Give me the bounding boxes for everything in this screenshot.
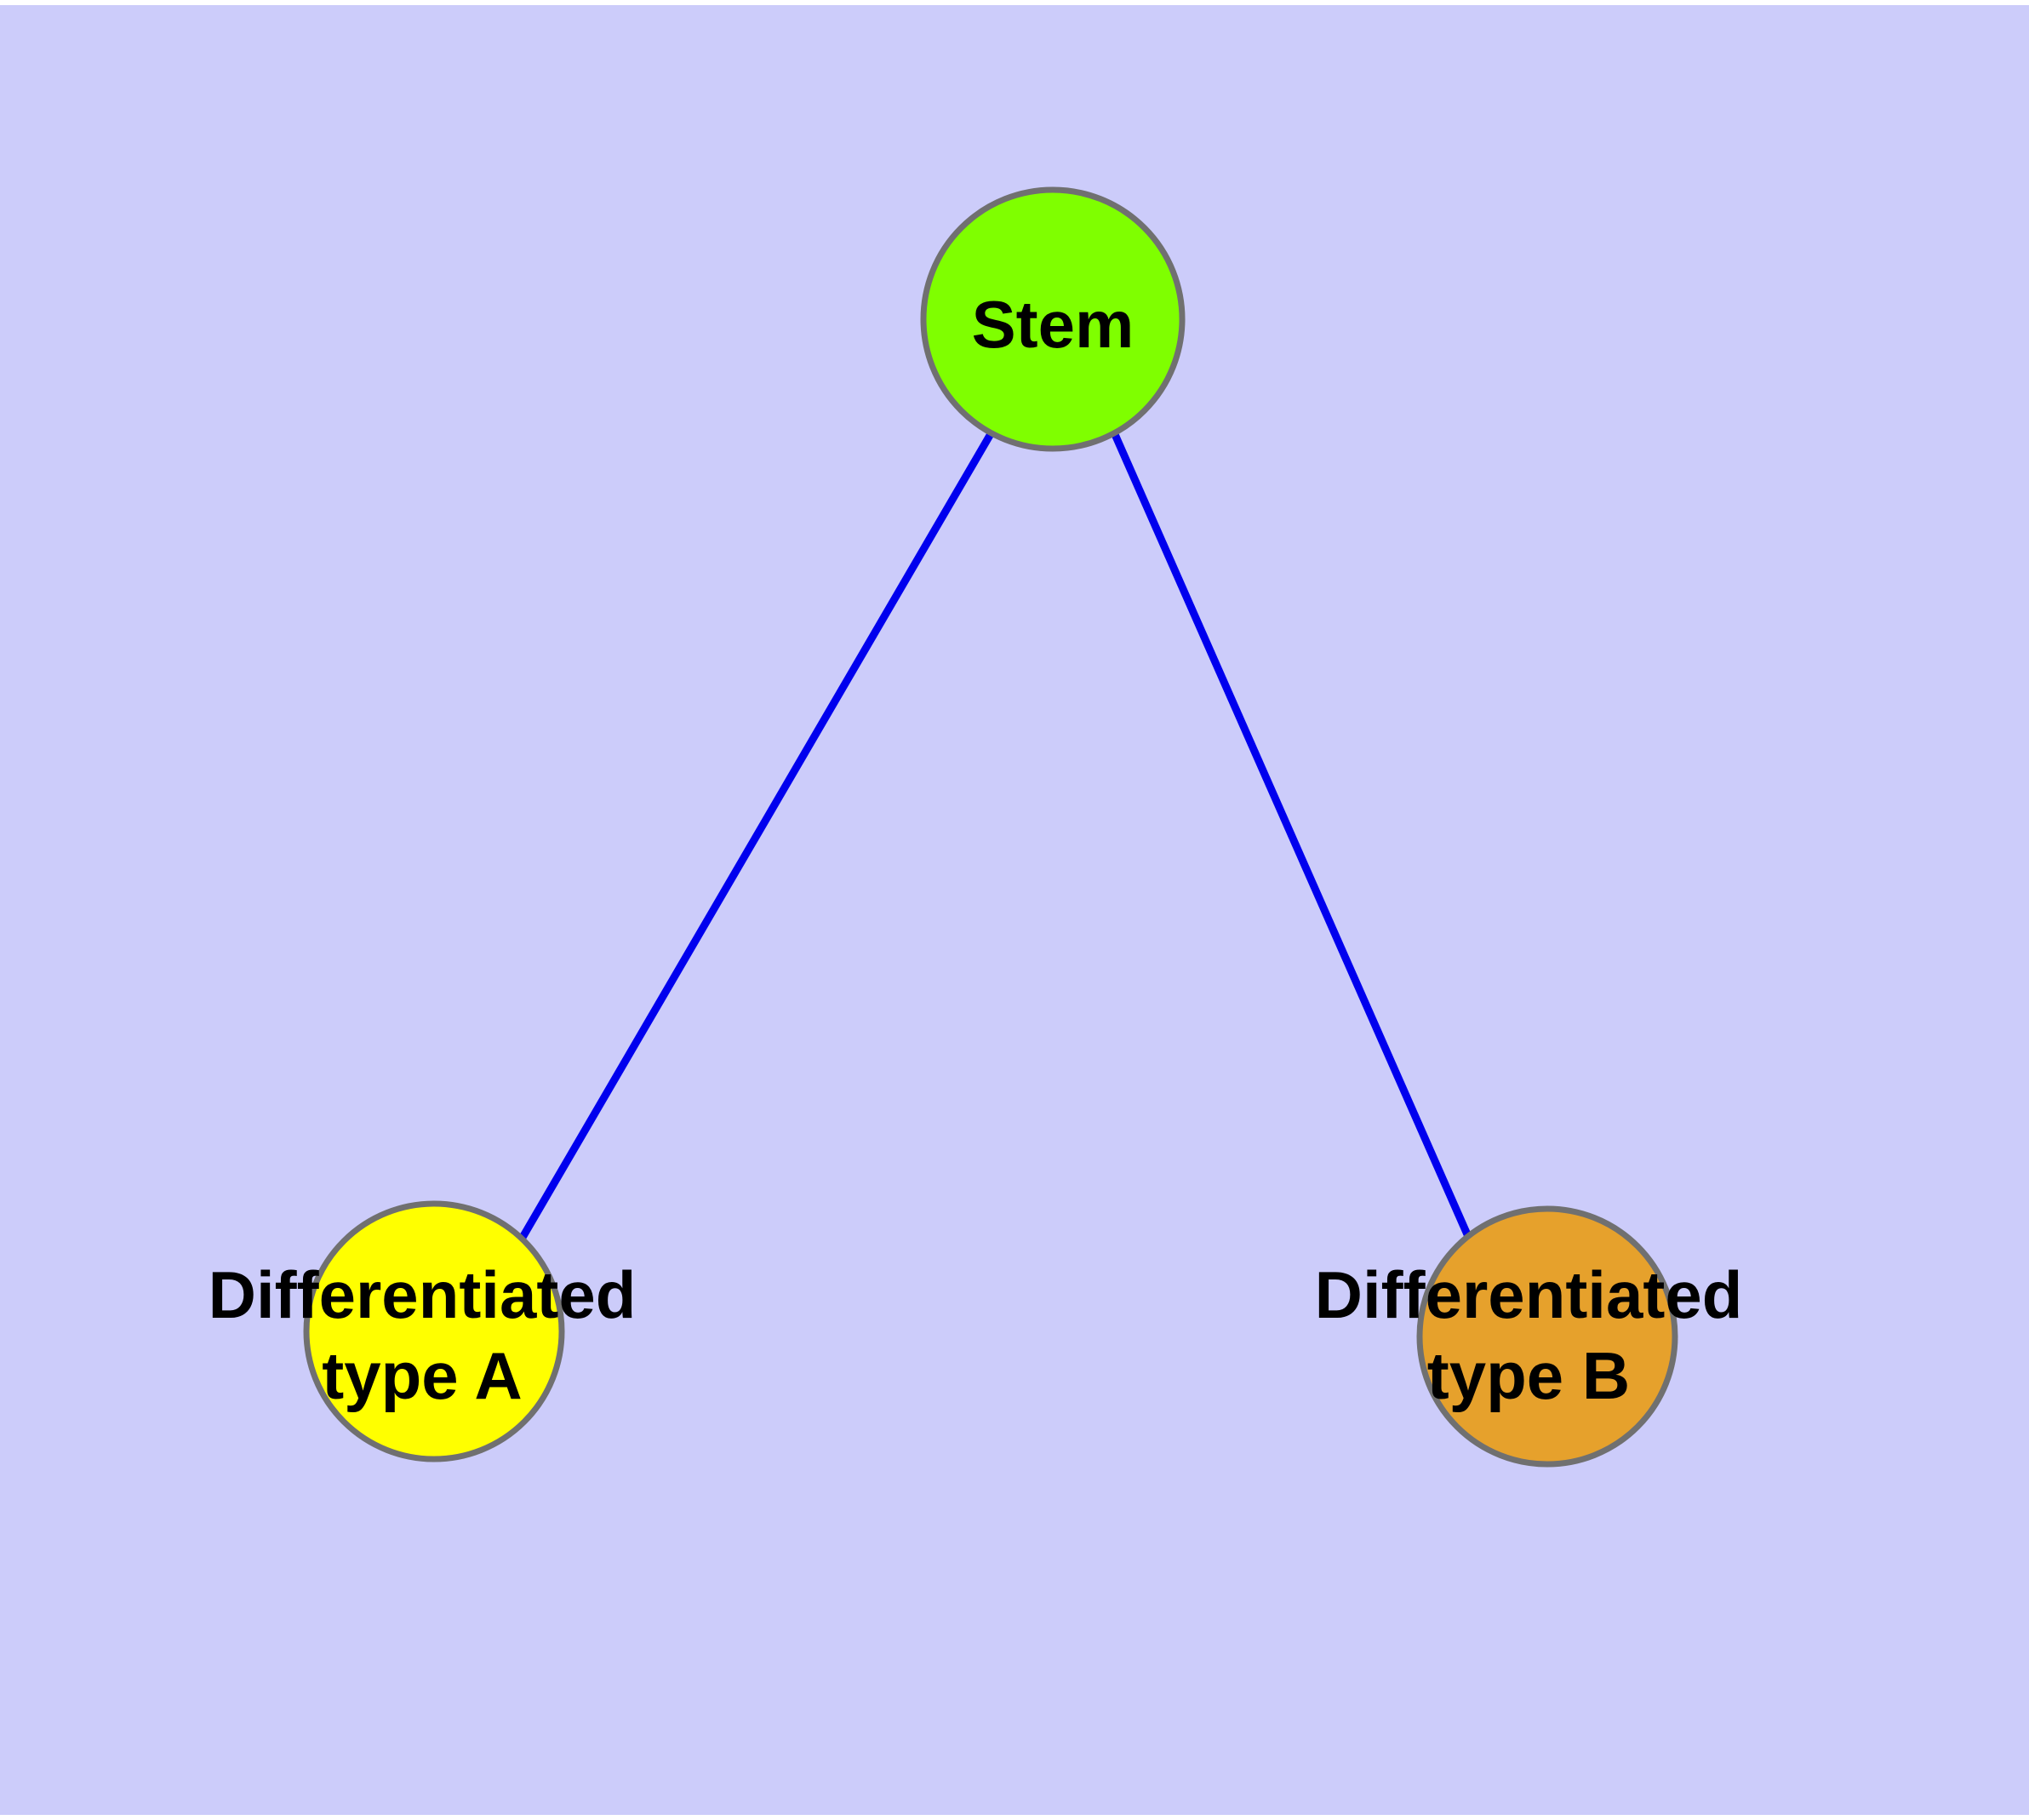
graph-node-label-line: type B [1427,1338,1630,1413]
graph-edge-stem-to-b[interactable] [1110,431,1474,1242]
graph-node-diff-type-a[interactable] [303,1200,565,1462]
node-layer [303,186,1678,1468]
edge-layer [517,430,1474,1243]
graph-node-stem[interactable] [920,186,1186,452]
graph-node-label-line: Stem [972,287,1135,362]
graph-edge-stem-to-a[interactable] [517,430,995,1243]
graph-node-label-stem: Stem [972,287,1135,362]
graph-node-label-line: Differentiated [1315,1257,1743,1332]
graph-node-diff-type-b[interactable] [1416,1205,1678,1468]
graph-node-label-line: type A [322,1338,523,1413]
graph-node-label-line: Differentiated [209,1257,637,1332]
